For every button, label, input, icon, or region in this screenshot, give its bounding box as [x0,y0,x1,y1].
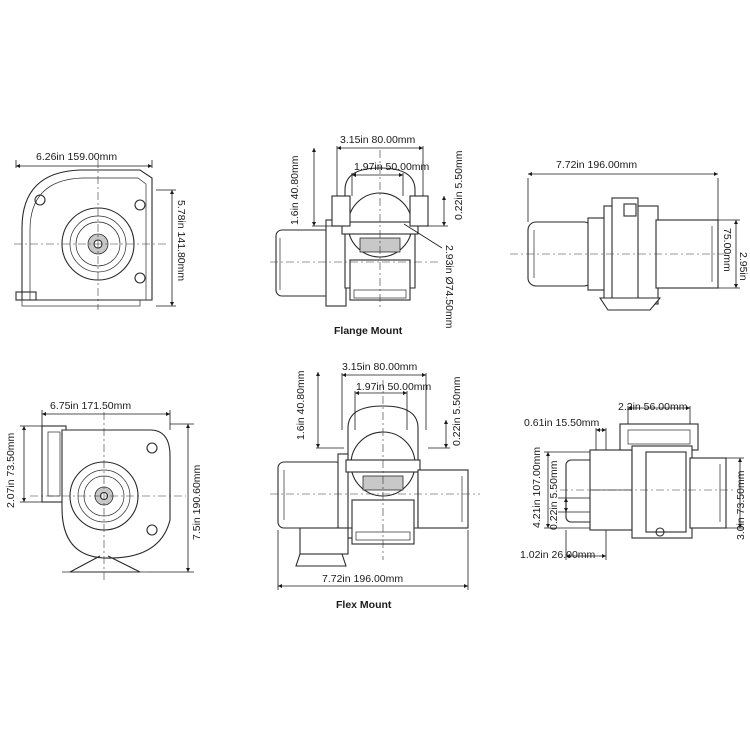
flex-height-label: 1.6in 40.80mm [295,370,307,440]
bottom-right-height-label: 4.21in 107.00mm [531,447,543,528]
top-right-side-view: 7.72in 196.00mm 2.95in 75.00mm [510,159,749,311]
flex-mount-caption: Flex Mount [336,599,392,611]
flange-mount-view: 3.15in 80.00mm 1.97in 50.00mm 1.6in 40.8… [270,134,465,337]
bottom-right-base-label: 1.02in 26.00mm [520,549,596,561]
flange-diameter-label: 2.93in Ø74.50mm [443,245,455,329]
top-right-height-in-label: 2.95in [737,252,749,281]
bottom-right-outlet-label: 3.0in 73.50mm [735,470,747,540]
flange-lip-label: 0.22in 5.50mm [453,150,465,220]
flange-inner-label: 1.97in 50.00mm [354,161,430,173]
bottom-right-top-label: 2.2in 56.00mm [618,401,688,413]
top-right-height-mm-label: 75.00mm [721,228,733,272]
flex-outer-label: 3.15in 80.00mm [342,361,418,373]
flex-mount-view: 3.15in 80.00mm 1.97in 50.00mm 1.6in 40.8… [270,361,480,611]
flange-height-label: 1.6in 40.80mm [289,155,301,225]
bottom-right-lip-label: 0.22in 5.50mm [548,460,560,530]
top-left-width-label: 6.26in 159.00mm [36,151,117,163]
bottom-right-slot-label: 0.61in 15.50mm [524,417,600,429]
bottom-left-width-label: 6.75in 171.50mm [50,400,131,412]
flange-mount-caption: Flange Mount [334,325,403,337]
flex-inner-label: 1.97in 50.00mm [356,381,432,393]
top-right-length-label: 7.72in 196.00mm [556,159,637,171]
top-left-height-label: 5.78in 141.80mm [175,200,187,281]
bottom-right-side-view: 2.2in 56.00mm 0.61in 15.50mm 4.21in 107.… [520,401,747,561]
flex-lip-label: 0.22in 5.50mm [451,376,463,446]
bottom-left-blower-view: 6.75in 171.50mm 2.07in 73.50mm 7.5in 190… [5,400,203,580]
bottom-left-outlet-label: 2.07in 73.50mm [5,432,17,508]
top-left-blower-view: 6.26in 159.00mm 5.78in 141.80mm [14,151,187,310]
bottom-left-height-label: 7.5in 190.60mm [191,464,203,540]
flange-outer-label: 3.15in 80.00mm [340,134,416,146]
flex-length-label: 7.72in 196.00mm [322,573,403,585]
